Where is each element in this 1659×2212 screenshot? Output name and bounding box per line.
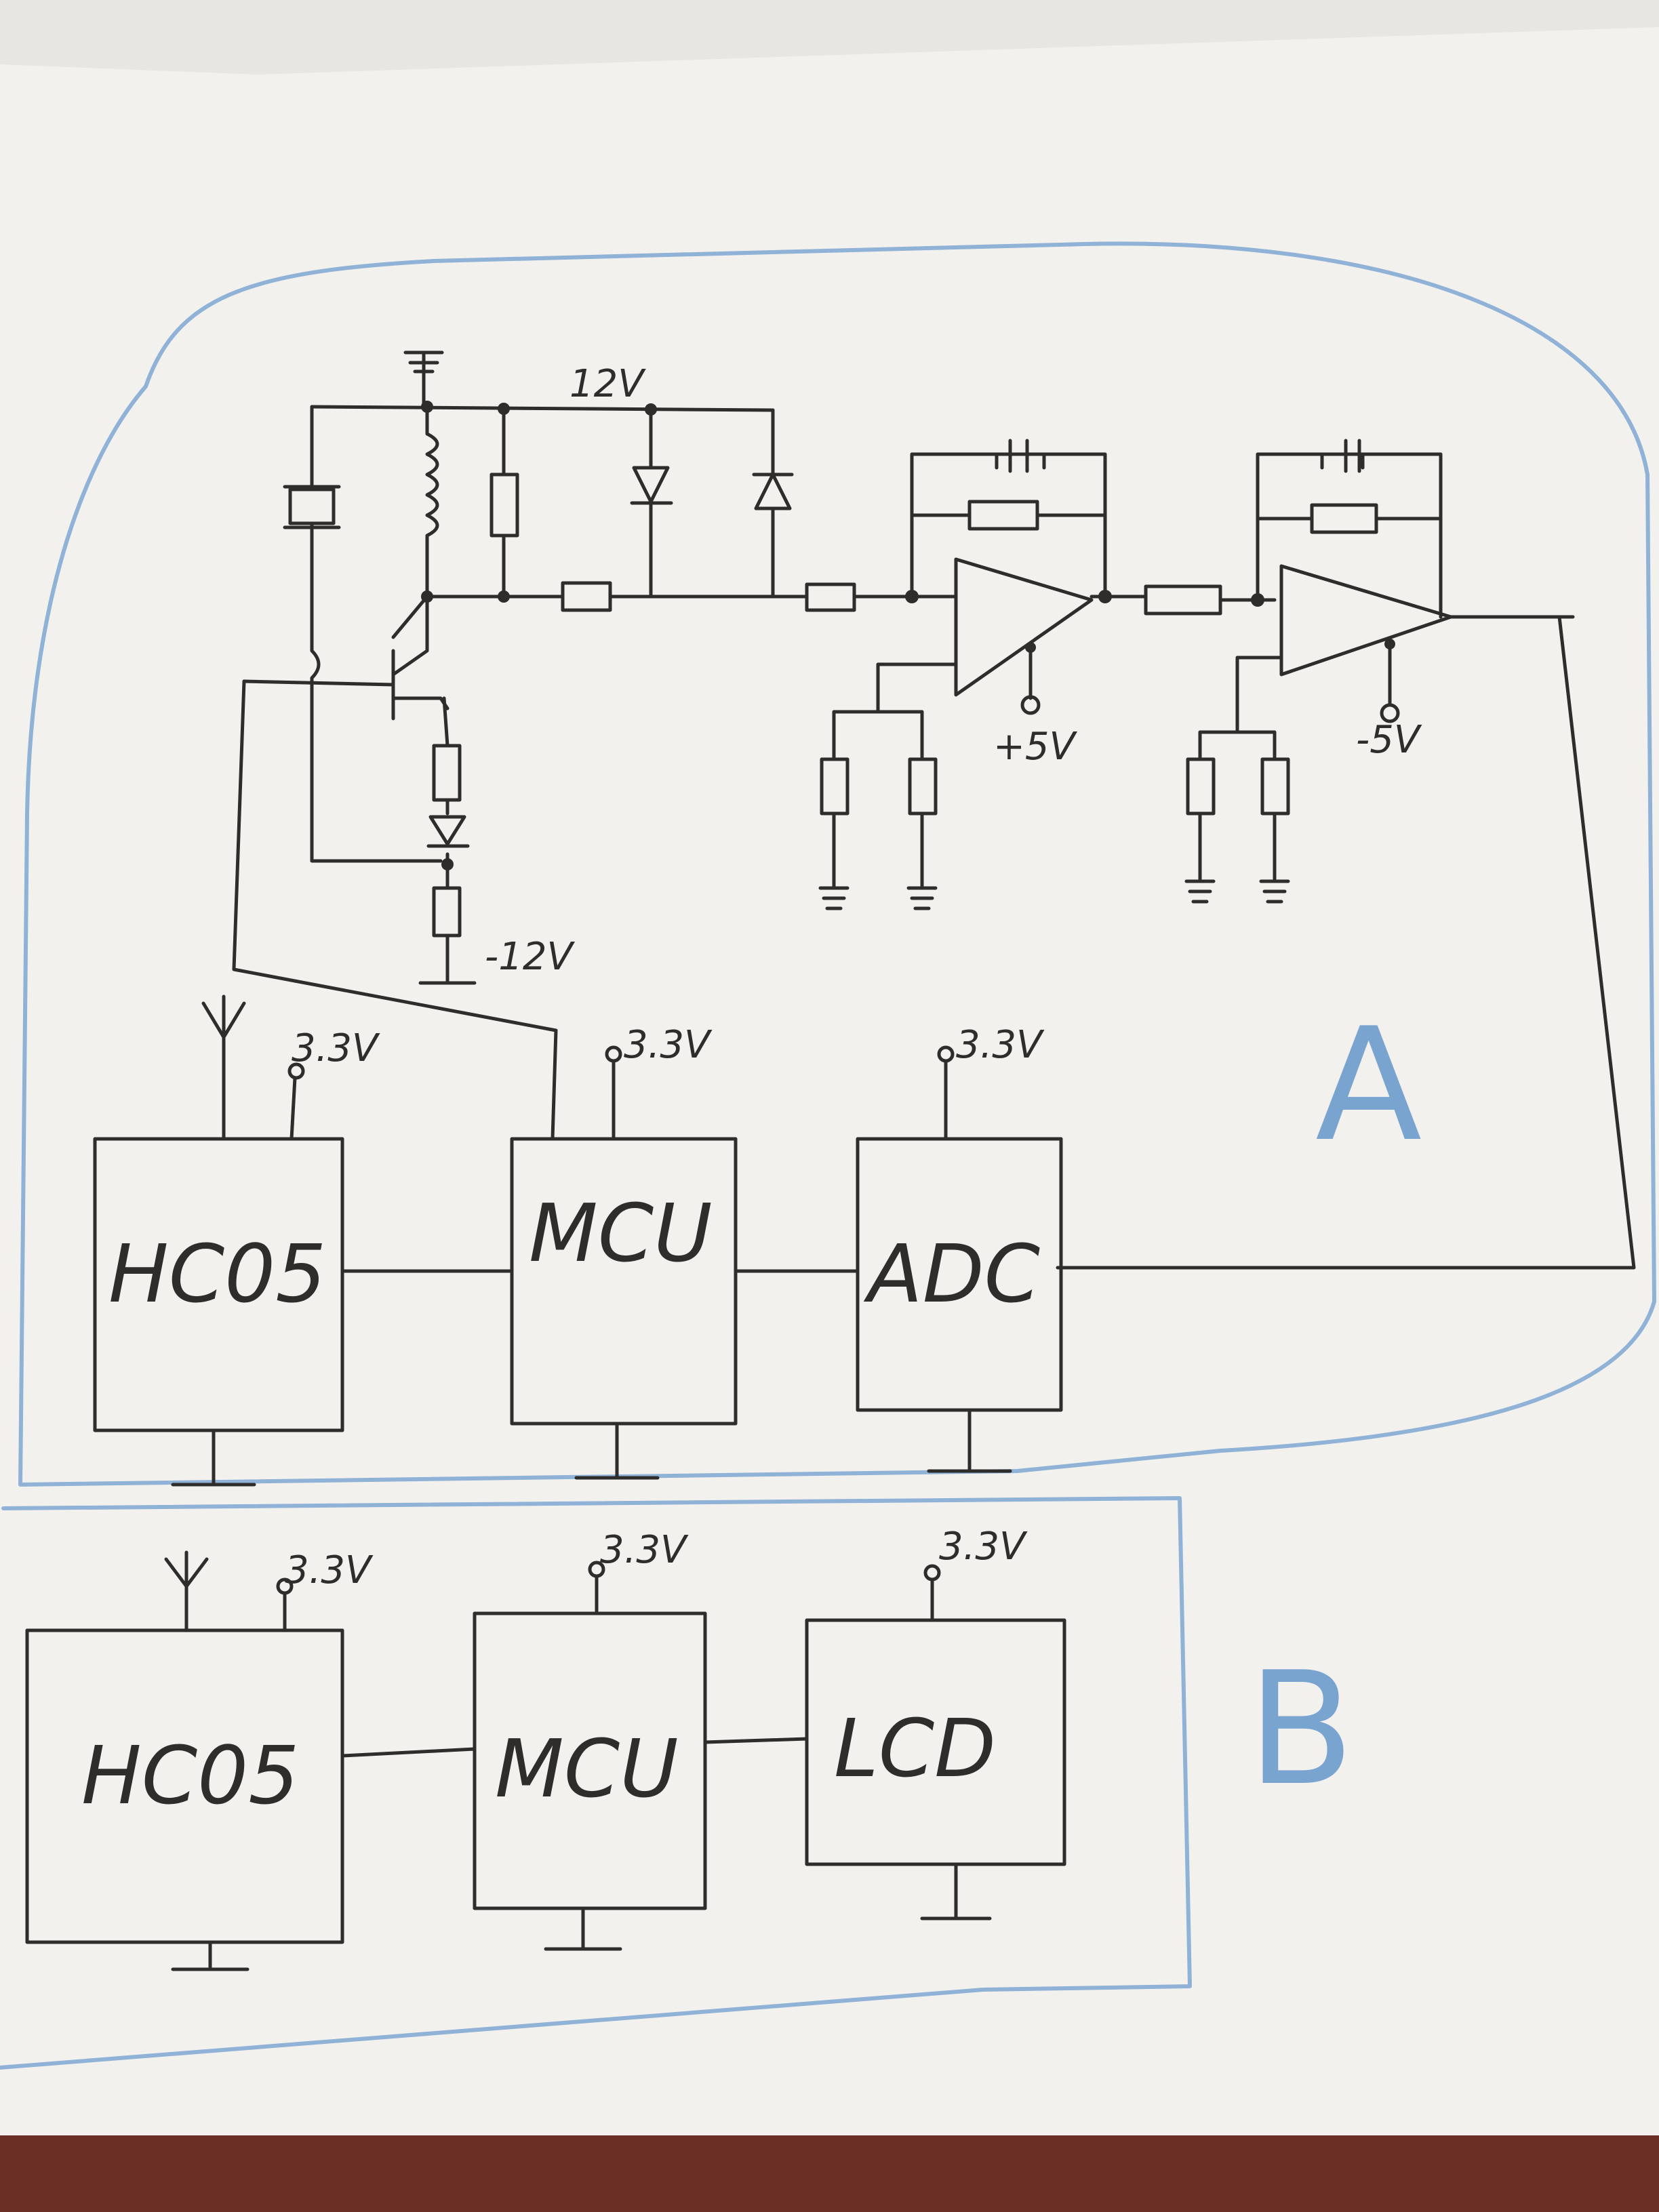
group-a-outline xyxy=(18,241,1656,1487)
feedback-resistor-2 xyxy=(1310,503,1378,534)
label-minus-12v: -12V xyxy=(485,935,575,979)
inductor xyxy=(425,405,439,599)
label-adc-supply: 3.3V xyxy=(956,1023,1045,1067)
sensor-circuit xyxy=(232,350,1636,1270)
op-amp-2 xyxy=(1279,564,1453,677)
resistor-r3 xyxy=(805,582,856,612)
antenna-icon xyxy=(201,994,246,1141)
diode-d2 xyxy=(752,472,794,510)
label-mcu-a: MCU xyxy=(529,1186,713,1280)
feedback-capacitor-2 xyxy=(1344,439,1361,473)
label-hc05-a: HC05 xyxy=(108,1227,326,1321)
feedback-capacitor-1 xyxy=(1008,439,1029,473)
block-adc xyxy=(856,1137,1063,1412)
label-12v: 12V xyxy=(569,362,646,406)
diode-d1 xyxy=(630,466,673,505)
antenna-icon-b xyxy=(164,1550,209,1632)
paper-sheet xyxy=(0,0,1659,2135)
link-hc05-mcu-b xyxy=(340,1747,477,1758)
group-b-blocks xyxy=(25,1550,1066,1971)
crystal-component xyxy=(288,487,336,525)
label-hc05-b-supply: 3.3V xyxy=(285,1548,374,1592)
op-amp-1 xyxy=(954,557,1094,697)
group-b-label: B xyxy=(1247,1639,1355,1820)
group-b-outline xyxy=(0,1496,1192,2070)
block-hc05-a xyxy=(93,1137,344,1432)
resistor-r1 xyxy=(489,472,519,538)
label-lcd-supply: 3.3V xyxy=(939,1525,1028,1569)
label-hc05-b: HC05 xyxy=(81,1729,299,1822)
top-rail xyxy=(310,405,775,412)
block-mcu-b xyxy=(473,1611,707,1910)
transistor xyxy=(242,595,449,721)
feedback-resistor-1 xyxy=(967,500,1039,531)
block-mcu-a xyxy=(510,1137,738,1426)
link-mcu-lcd xyxy=(703,1737,809,1744)
top-ground-symbol xyxy=(403,350,444,409)
label-mcu-a-supply: 3.3V xyxy=(624,1023,713,1067)
group-a-label: A xyxy=(1315,995,1422,1176)
paper-top-edge xyxy=(0,0,1659,75)
label-hc05-a-supply: 3.3V xyxy=(292,1026,380,1070)
label-minus-5v: -5V xyxy=(1356,718,1422,762)
resistor-r2 xyxy=(561,581,612,612)
group-a-blocks xyxy=(93,994,1063,1487)
block-lcd xyxy=(805,1618,1066,1866)
label-mcu-b: MCU xyxy=(495,1722,679,1815)
label-adc: ADC xyxy=(863,1227,1040,1321)
labels: 12V -12V +5V -5V 3.3V 3.3V 3.3V HC05 MCU… xyxy=(81,362,1422,1822)
label-mcu-b-supply: 3.3V xyxy=(600,1528,689,1572)
label-lcd: LCD xyxy=(834,1702,996,1795)
label-plus-5v: +5V xyxy=(993,725,1078,769)
